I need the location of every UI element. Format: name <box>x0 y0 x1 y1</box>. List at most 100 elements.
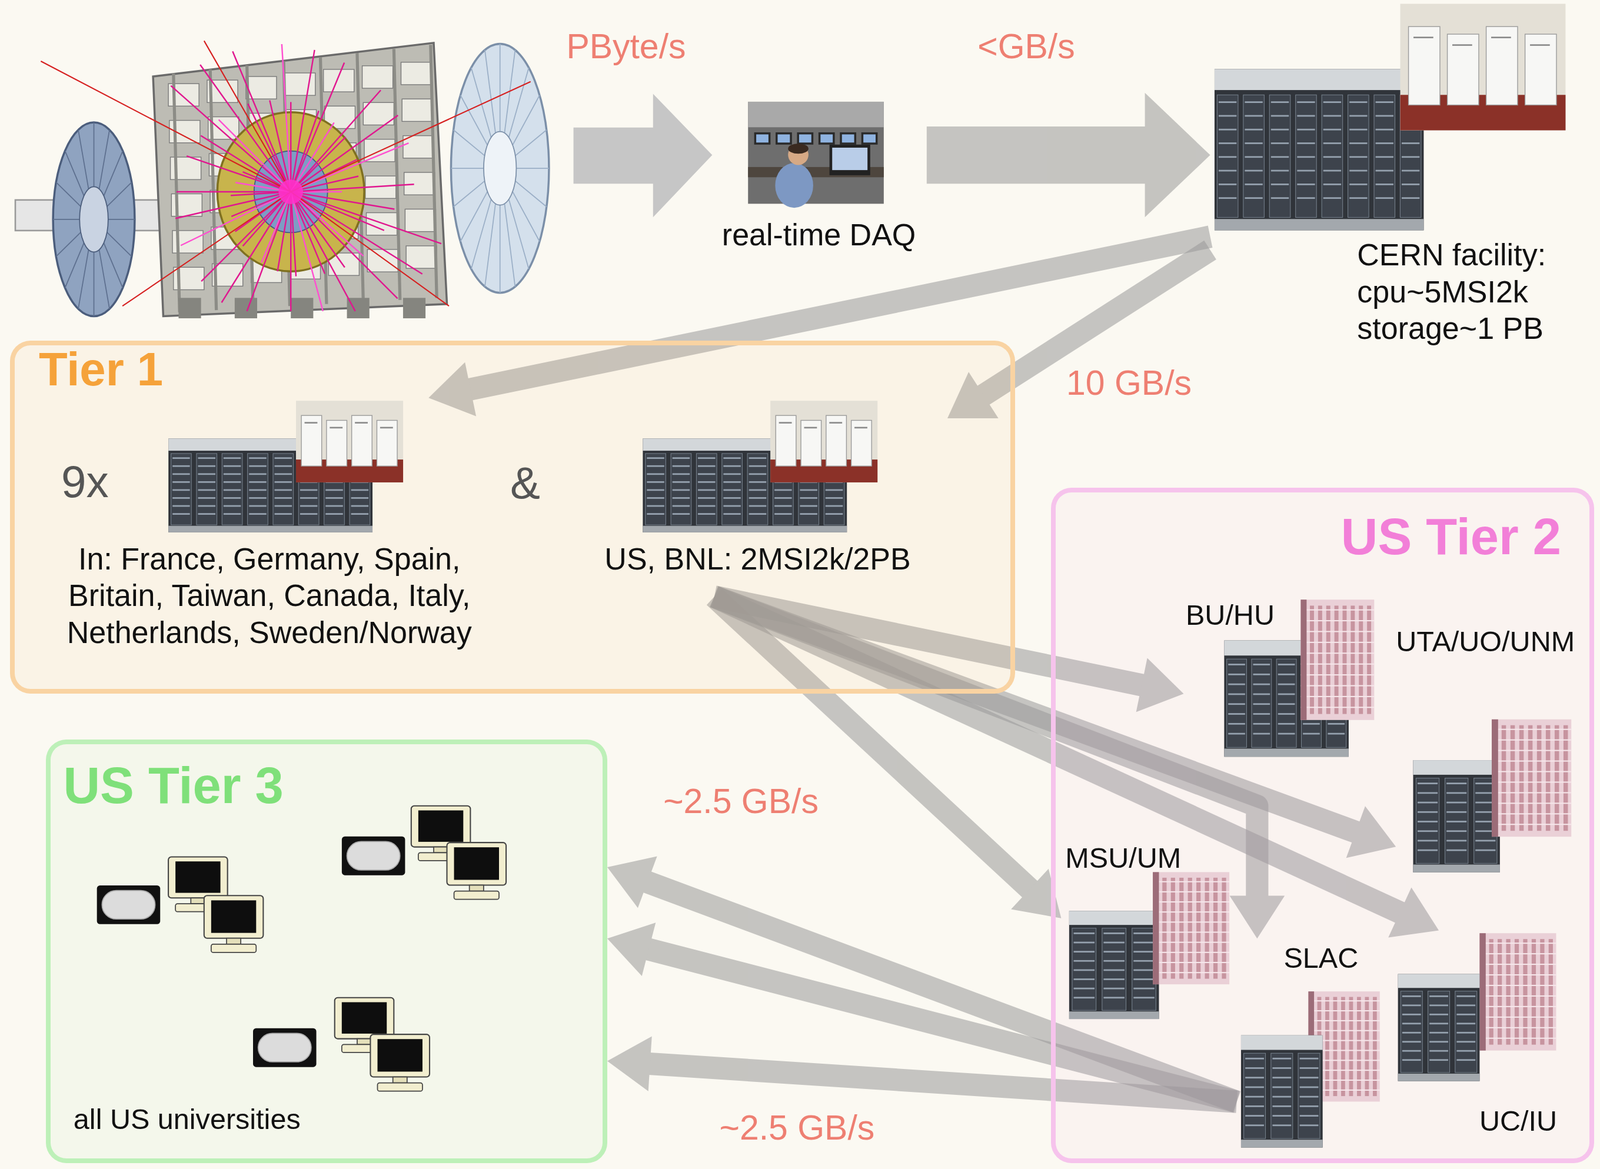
rack-unit <box>1456 1032 1476 1034</box>
library-shelf <box>1491 739 1572 741</box>
rack-unit <box>274 465 292 468</box>
rack-unit <box>1272 1058 1292 1060</box>
toroid-coil <box>210 69 216 311</box>
library-column <box>1222 877 1227 980</box>
barrel <box>152 42 447 317</box>
rack <box>1416 777 1440 864</box>
floor <box>1413 864 1500 873</box>
wall-monitor <box>818 132 836 145</box>
rack-unit <box>325 497 343 500</box>
library-column <box>1205 877 1210 980</box>
photo-caption: real-time DAQ <box>714 216 924 254</box>
site-node: UTA/UO/UNM <box>1395 622 1579 876</box>
monitor-screen <box>175 861 221 893</box>
cabinet-slot <box>1491 37 1512 39</box>
site-name: MSU/UM <box>1065 840 1198 876</box>
cabinet-slot <box>1413 37 1434 39</box>
ceiling <box>1241 1035 1323 1051</box>
endcap-wheel <box>450 44 549 294</box>
monitor-case <box>411 806 471 848</box>
particle-track <box>290 50 315 192</box>
rack-unit <box>1429 1013 1449 1016</box>
library-column <box>1497 939 1502 1046</box>
rack-unit <box>172 497 190 500</box>
cabinet-slot <box>829 422 843 425</box>
rack-unit <box>1456 995 1476 998</box>
library-shelf <box>1308 1020 1380 1022</box>
library-column <box>1489 939 1494 1046</box>
rack-unit <box>1456 1005 1476 1007</box>
library-shelf <box>1491 792 1572 794</box>
rack-unit <box>197 473 215 476</box>
rack-unit <box>1349 197 1367 200</box>
tier-caption: all US universities <box>73 1102 411 1137</box>
rack-unit <box>1270 142 1289 145</box>
flow-arrow <box>926 92 1211 218</box>
library-shelf <box>1301 674 1375 676</box>
site-node: UC/IU <box>1392 930 1562 1143</box>
particle-track <box>232 51 291 192</box>
rack-unit <box>1402 1050 1422 1053</box>
rack-unit <box>723 489 741 492</box>
control-room-photo <box>747 101 884 208</box>
rack-unit <box>1218 115 1237 118</box>
particle-track <box>290 90 381 192</box>
rack-unit <box>1417 839 1438 842</box>
rack-unit <box>723 513 741 515</box>
cabinet <box>376 420 398 467</box>
tier-heading: Tier 1 <box>38 344 264 395</box>
rack-photo <box>1241 1035 1323 1149</box>
tier-region: US Tier 2BU/HUUTA/UO/UNMMSU/UMSLACUC/IU <box>1050 487 1595 1164</box>
ampersand: & <box>510 457 541 510</box>
rack-unit <box>300 497 318 500</box>
particle-track <box>290 191 423 275</box>
rack-unit <box>1322 197 1341 200</box>
rack-unit <box>1244 101 1263 104</box>
rack-unit <box>1073 942 1095 944</box>
library-column <box>1537 724 1542 831</box>
library-shelf <box>1479 995 1556 997</box>
disk-face <box>347 842 401 871</box>
rack <box>221 453 243 525</box>
tape-library-photo <box>1479 933 1556 1051</box>
library-edge <box>1491 719 1499 837</box>
endcap-wheel <box>52 122 135 316</box>
particle-track <box>290 191 442 244</box>
rack-unit <box>172 505 190 508</box>
library-column <box>1334 606 1339 715</box>
monitor-base <box>211 944 256 953</box>
rack-unit <box>1133 969 1155 972</box>
rack-unit <box>774 505 792 508</box>
rack-unit <box>1446 782 1467 785</box>
rack-unit <box>799 489 817 492</box>
library-shelf <box>1491 770 1572 773</box>
site-node: SLAC <box>1236 938 1385 1152</box>
rack-unit <box>1228 693 1246 696</box>
site-node: US, BNL: 2MSI2k/2PB <box>571 397 948 597</box>
rack-unit <box>1244 142 1263 145</box>
library-shelf <box>1479 953 1556 956</box>
monitor-screen <box>341 1002 387 1034</box>
rack-unit <box>248 505 266 508</box>
wall-monitor <box>839 132 857 145</box>
rack-unit <box>1228 713 1246 716</box>
particle-track <box>290 191 355 312</box>
rack-unit <box>1296 156 1315 159</box>
rack-unit <box>1103 978 1125 981</box>
rack-unit <box>825 505 843 508</box>
library-column <box>1341 997 1346 1097</box>
rack-unit <box>1322 183 1341 186</box>
rack-unit <box>1133 997 1155 1000</box>
library-column <box>1188 877 1193 980</box>
library-column <box>1501 724 1507 831</box>
rack-unit <box>197 513 215 515</box>
library-shelf <box>1301 707 1375 709</box>
wall-monitor <box>753 132 771 145</box>
rack-unit <box>749 505 767 508</box>
particle-track <box>218 119 292 192</box>
rack-unit <box>1401 197 1420 200</box>
particle-track <box>201 191 291 282</box>
rack-unit <box>1272 1096 1292 1099</box>
rack-unit <box>646 505 664 508</box>
rack-unit <box>697 457 715 460</box>
